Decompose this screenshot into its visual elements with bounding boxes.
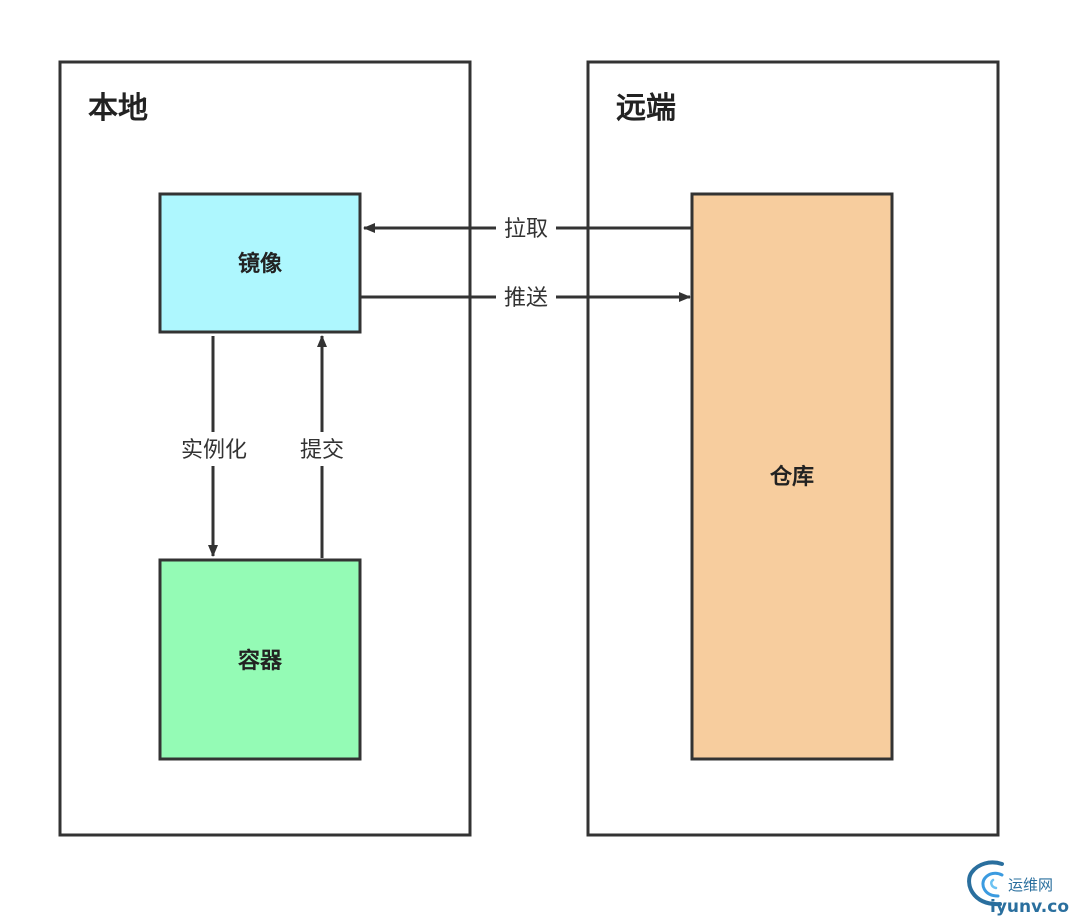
instantiate-label: 实例化 <box>181 438 247 463</box>
pull-label-bg <box>496 212 556 244</box>
watermark: 运维网 iyunv.com <box>967 860 1070 917</box>
local-panel-title: 本地 <box>88 91 148 126</box>
push-label: 推送 <box>504 286 548 311</box>
remote-panel-title: 远端 <box>616 91 676 126</box>
watermark-title: 运维网 <box>1008 876 1053 894</box>
repository-node <box>690 192 894 761</box>
wifi-swoosh-logo-icon <box>967 860 1004 907</box>
push-label-bg <box>496 281 556 313</box>
instantiate-label-bg <box>172 432 256 466</box>
commit-label-bg <box>292 432 352 466</box>
commit-label: 提交 <box>300 438 344 463</box>
pull-label: 拉取 <box>504 217 548 242</box>
container-node-label: 容器 <box>238 648 283 674</box>
image-node-label: 镜像 <box>238 251 283 277</box>
container-node <box>158 558 362 761</box>
watermark-url: iyunv.com <box>990 897 1070 917</box>
repository-node-label: 仓库 <box>769 464 814 490</box>
image-node <box>158 192 362 334</box>
